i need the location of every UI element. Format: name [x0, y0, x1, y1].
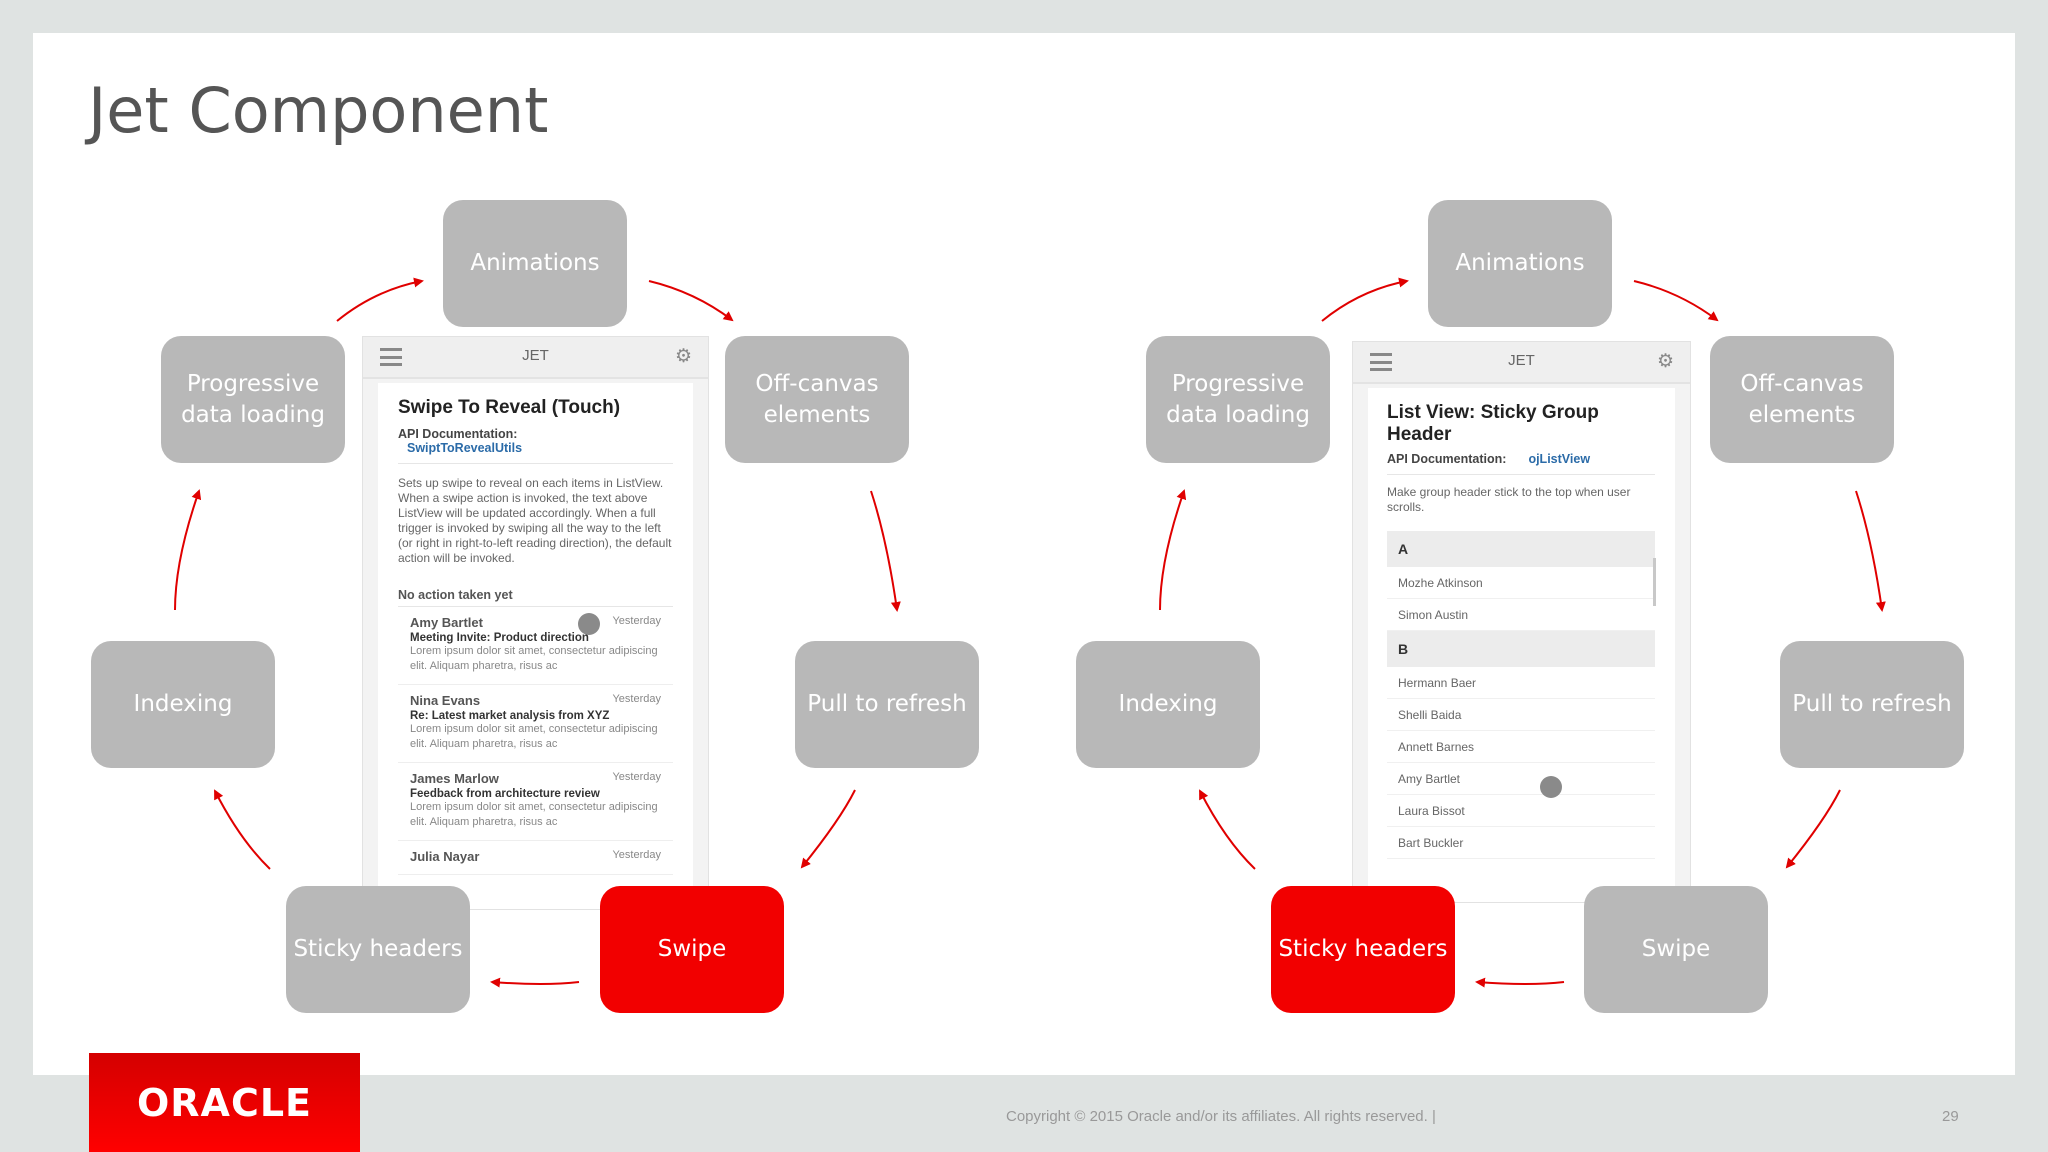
left-box-indexing: Indexing: [91, 641, 275, 768]
left-box-swipe-highlighted: Swipe: [600, 886, 784, 1013]
slide-title: Jet Component: [88, 74, 549, 147]
sender: James Marlow: [410, 771, 499, 786]
demo-card: Swipe To Reveal (Touch) API Documentatio…: [378, 383, 693, 909]
sender: Julia Nayar: [410, 849, 480, 864]
list-item[interactable]: Laura Bissot: [1387, 795, 1655, 827]
oracle-logo: ORACLE: [89, 1053, 360, 1152]
preview: Lorem ipsum dolor sit amet, consectetur …: [410, 645, 658, 672]
left-box-progressive-loading: Progressive data loading: [161, 336, 345, 463]
subject: Feedback from architecture review: [410, 788, 600, 800]
right-phone-screenshot: JET ⚙ List View: Sticky Group Header API…: [1352, 341, 1691, 903]
right-box-progressive-loading: Progressive data loading: [1146, 336, 1330, 463]
left-box-off-canvas: Off-canvas elements: [725, 336, 909, 463]
api-doc-label: API Documentation:: [398, 427, 518, 441]
demo-card: List View: Sticky Group Header API Docum…: [1368, 388, 1675, 902]
right-box-animations: Animations: [1428, 200, 1612, 327]
right-box-pull-to-refresh: Pull to refresh: [1780, 641, 1964, 768]
app-header: JET ⚙: [1353, 342, 1690, 384]
preview: Lorem ipsum dolor sit amet, consectetur …: [410, 723, 658, 750]
app-header: JET ⚙: [363, 337, 708, 379]
list-item[interactable]: Shelli Baida: [1387, 699, 1655, 731]
date: Yesterday: [612, 849, 661, 861]
subject: Meeting Invite: Product direction: [410, 632, 589, 644]
hamburger-icon[interactable]: [1370, 353, 1392, 371]
list-item[interactable]: Hermann Baer: [1387, 667, 1655, 699]
hamburger-icon[interactable]: [380, 348, 402, 366]
demo-heading: List View: Sticky Group Header: [1387, 402, 1599, 445]
action-status: No action taken yet: [398, 588, 513, 602]
message-item[interactable]: Nina Evans Yesterday Re: Latest market a…: [398, 685, 673, 763]
right-box-swipe: Swipe: [1584, 886, 1768, 1013]
app-title: JET: [1508, 352, 1535, 369]
list-item[interactable]: Amy Bartlet: [1387, 763, 1655, 795]
preview: Lorem ipsum dolor sit amet, consectetur …: [410, 801, 658, 828]
group-header: B: [1387, 631, 1655, 667]
list-item[interactable]: Mozhe Atkinson: [1387, 567, 1655, 599]
gear-icon[interactable]: ⚙: [674, 346, 692, 367]
page-number: 29: [1942, 1108, 1959, 1125]
list-item[interactable]: Simon Austin: [1387, 599, 1655, 631]
list-item[interactable]: Annett Barnes: [1387, 731, 1655, 763]
api-doc-label: API Documentation:: [1387, 452, 1507, 466]
touch-indicator: [1540, 776, 1562, 798]
sender: Amy Bartlet: [410, 615, 483, 630]
list-item[interactable]: Bart Buckler: [1387, 827, 1655, 859]
copyright-text: Copyright © 2015 Oracle and/or its affil…: [1006, 1108, 1436, 1125]
date: Yesterday: [612, 693, 661, 705]
date: Yesterday: [612, 615, 661, 627]
right-box-indexing: Indexing: [1076, 641, 1260, 768]
left-box-pull-to-refresh: Pull to refresh: [795, 641, 979, 768]
message-item[interactable]: Julia Nayar Yesterday: [398, 841, 673, 875]
app-title: JET: [522, 347, 549, 364]
message-item[interactable]: James Marlow Yesterday Feedback from arc…: [398, 763, 673, 841]
scrollbar[interactable]: [1653, 558, 1656, 606]
left-phone-screenshot: JET ⚙ Swipe To Reveal (Touch) API Docume…: [362, 336, 709, 910]
left-box-sticky-headers: Sticky headers: [286, 886, 470, 1013]
oracle-logo-text: ORACLE: [136, 1080, 313, 1125]
message-item[interactable]: Amy Bartlet Yesterday Meeting Invite: Pr…: [398, 607, 673, 685]
sender: Nina Evans: [410, 693, 481, 708]
gear-icon[interactable]: ⚙: [1656, 351, 1674, 372]
demo-heading: Swipe To Reveal (Touch): [398, 397, 621, 418]
touch-indicator: [578, 613, 600, 635]
demo-description: Sets up swipe to reveal on each items in…: [398, 476, 672, 565]
demo-description: Make group header stick to the top when …: [1387, 485, 1631, 514]
group-header: A: [1387, 531, 1655, 567]
sticky-list[interactable]: A Mozhe Atkinson Simon Austin B Hermann …: [1387, 531, 1655, 859]
right-box-off-canvas: Off-canvas elements: [1710, 336, 1894, 463]
right-box-sticky-headers-highlighted: Sticky headers: [1271, 886, 1455, 1013]
subject: Re: Latest market analysis from XYZ: [410, 710, 610, 722]
api-doc-link[interactable]: SwiptToRevealUtils: [407, 441, 523, 455]
api-doc-link[interactable]: ojListView: [1528, 452, 1591, 466]
left-box-animations: Animations: [443, 200, 627, 327]
date: Yesterday: [612, 771, 661, 783]
